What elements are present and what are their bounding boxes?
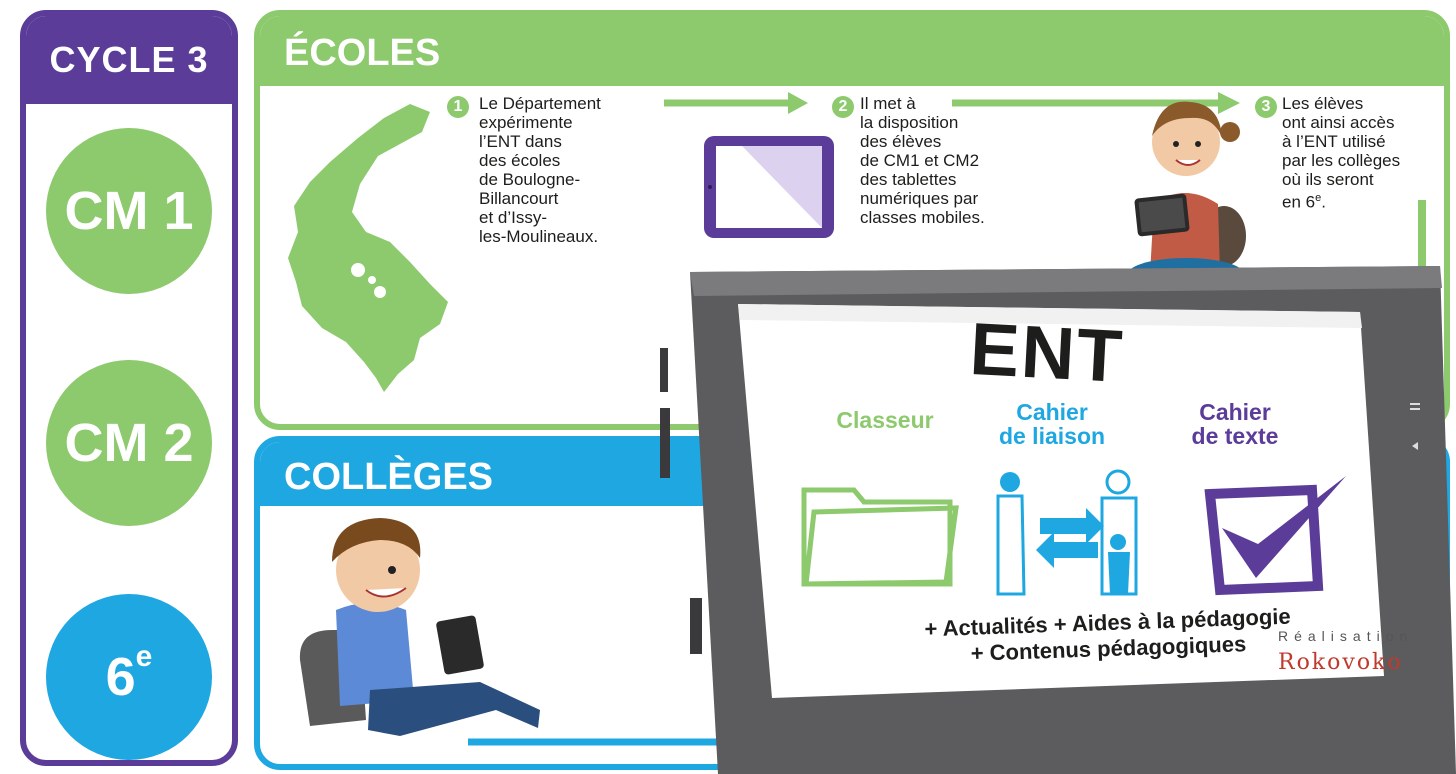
step-2-text: Il met à la disposition des élèves de CM… [860, 94, 985, 227]
tablet-icon [704, 136, 834, 238]
boy-student-illustration [299, 518, 540, 736]
step-1-text: Le Département expérimente l’ENT dans de… [479, 94, 601, 246]
level-cm1-circle: CM 1 [46, 128, 212, 294]
step-3-number: 3 [1255, 96, 1277, 118]
step-3-text: Les élèves ont ainsi accès à l’ENT utili… [1282, 94, 1401, 212]
ecoles-title: ÉCOLES [260, 16, 1444, 86]
tool-cahier-texte-label: Cahier de texte [1191, 399, 1279, 449]
credit-label: Réalisation [1278, 628, 1414, 644]
step-2-number: 2 [832, 96, 854, 118]
cycle-panel: CYCLE 3 CM 1 CM 2 6e [20, 10, 238, 766]
tablet-side-buttons-icon [1410, 403, 1420, 450]
level-cm2-label: CM 2 [64, 413, 194, 473]
tool-cahier-liaison-label: Cahier de liaison [998, 399, 1106, 449]
step-1-number: 1 [447, 96, 469, 118]
credit-brand-logo: Rokovoko [1278, 650, 1403, 675]
level-cm2-circle: CM 2 [46, 360, 212, 526]
folder-icon [801, 487, 959, 587]
checkbox-tick-icon [1204, 476, 1346, 596]
ent-tablet: ENT Classeur Cahier de liaison Cahier de… [660, 258, 1456, 774]
parent-teacher-exchange-icon [996, 469, 1138, 596]
department-map [288, 104, 448, 392]
cycle-title: CYCLE 3 [26, 16, 232, 104]
level-cm1-label: CM 1 [64, 181, 194, 241]
level-6e-circle: 6e [46, 594, 212, 760]
level-6e-label: 6e [105, 640, 153, 707]
ent-title: ENT [967, 307, 1127, 398]
girl-student-illustration [1128, 101, 1246, 290]
tool-classeur-label: Classeur [836, 407, 934, 433]
